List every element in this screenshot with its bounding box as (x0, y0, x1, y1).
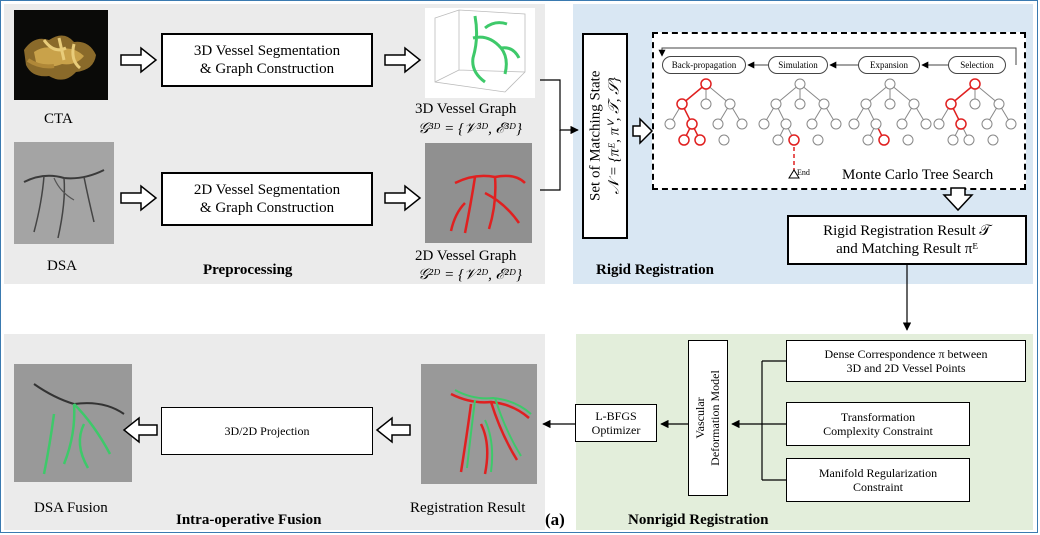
preprocessing-title: Preprocessing (203, 262, 293, 278)
rigid-title: Rigid Registration (596, 262, 714, 278)
rigid-result-box: Rigid Registration Result 𝒯 and Matching… (787, 215, 1027, 265)
stage-expansion: Expansion (858, 56, 920, 74)
model-line2: Deformation Model (708, 370, 722, 466)
dense-correspondence-box: Dense Correspondence π between 3D and 2D… (786, 340, 1026, 382)
graph3d-image (425, 8, 535, 98)
graph3d-formula: 𝒢³ᴰ = {𝒱³ᴰ, ℰ³ᴰ} (418, 121, 522, 137)
seg2d-box: 2D Vessel Segmentation & Graph Construct… (161, 172, 373, 226)
stage-selection: Selection (948, 56, 1006, 74)
stage-simulation: Simulation (768, 56, 828, 74)
matching-state-line1: Set of Matching State (587, 70, 604, 202)
optimizer-line1: L-BFGS (595, 408, 637, 423)
optimizer-box: L-BFGS Optimizer (575, 404, 657, 442)
dsa-image (14, 142, 114, 244)
registration-result-image (421, 364, 537, 484)
graph3d-title: 3D Vessel Graph (415, 101, 517, 117)
mcts-end-label: End (797, 168, 810, 177)
transform-line2: Complexity Constraint (823, 424, 933, 438)
dsa-fusion-image (14, 364, 132, 482)
figure-tag: (a) (545, 510, 565, 529)
seg3d-box: 3D Vessel Segmentation & Graph Construct… (161, 33, 373, 87)
dsa-label: DSA (47, 258, 78, 274)
mcts-title: Monte Carlo Tree Search (842, 167, 994, 183)
dense-line1: Dense Correspondence π between (824, 346, 988, 361)
manifold-box: Manifold Regularization Constraint (786, 458, 970, 502)
transform-line1: Transformation (840, 409, 916, 424)
registration-result-label: Registration Result (410, 500, 526, 516)
seg3d-line2: & Graph Construction (199, 61, 335, 77)
graph2d-title: 2D Vessel Graph (415, 248, 517, 264)
dsa-fusion-label: DSA Fusion (34, 500, 108, 516)
matching-state-box: Set of Matching State 𝒩 = {πᴱ, πⱽ, 𝒯, 𝒮} (582, 33, 628, 239)
projection-label: 3D/2D Projection (224, 423, 310, 438)
rigid-result-line1: Rigid Registration Result 𝒯 (823, 223, 991, 239)
transformation-box: Transformation Complexity Constraint (786, 402, 970, 446)
deformation-model-box: Vascular Deformation Model (688, 340, 728, 496)
dense-line2: 3D and 2D Vessel Points (846, 361, 966, 375)
seg2d-line2: & Graph Construction (199, 200, 335, 216)
rigid-result-line2: and Matching Result πᴱ (836, 241, 978, 257)
projection-box: 3D/2D Projection (161, 407, 373, 455)
cta-label: CTA (44, 111, 73, 127)
nonrigid-title: Nonrigid Registration (628, 512, 769, 528)
cta-image (14, 10, 108, 100)
manifold-line2: Constraint (853, 480, 903, 494)
stage-backprop: Back-propagation (662, 56, 746, 74)
seg3d-line1: 3D Vessel Segmentation (193, 43, 341, 59)
seg2d-line1: 2D Vessel Segmentation (193, 182, 341, 198)
graph2d-image (425, 143, 532, 243)
model-line1: Vascular (693, 397, 707, 439)
optimizer-line2: Optimizer (591, 423, 641, 437)
manifold-line1: Manifold Regularization (818, 465, 938, 480)
graph2d-formula: 𝒢²ᴰ = {𝒱²ᴰ, ℰ²ᴰ} (418, 267, 522, 283)
fusion-title: Intra-operative Fusion (176, 512, 322, 528)
matching-state-line2: 𝒩 = {πᴱ, πⱽ, 𝒯, 𝒮} (606, 77, 622, 195)
